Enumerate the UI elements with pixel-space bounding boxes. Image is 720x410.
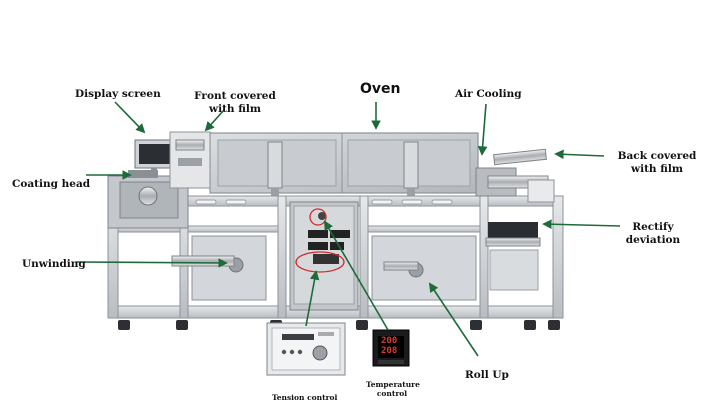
label-back-covered-line1: Back covered — [617, 150, 697, 162]
label-rectify-line2: deviation — [625, 234, 681, 246]
label-coating-head: Coating head — [12, 178, 91, 190]
label-oven: Oven — [360, 81, 401, 97]
label-temperature-line1: Temperature — [366, 380, 420, 389]
label-front-covered-line2: with film — [209, 103, 261, 115]
arrow-air-cooling — [477, 103, 488, 156]
label-back-covered: Back covered with film — [612, 150, 702, 176]
rollup-section — [371, 235, 477, 301]
label-rectify-deviation: Rectify deviation — [616, 221, 690, 247]
temperature-controller — [372, 329, 410, 367]
casters — [118, 320, 560, 330]
arrow-tension — [305, 270, 320, 327]
label-back-covered-line2: with film — [631, 163, 683, 175]
display-screen-unit — [134, 139, 176, 178]
arrow-roll-up — [428, 282, 479, 357]
arrow-temperature — [324, 220, 389, 331]
tension-controller — [266, 322, 346, 376]
callout-arrows — [75, 101, 621, 357]
front-film-unit — [169, 131, 211, 189]
label-front-covered-line1: Front covered — [194, 90, 276, 102]
oven-housing — [209, 132, 479, 202]
temperature-callout-circle — [309, 208, 327, 226]
unwinding-section — [171, 235, 267, 301]
arrow-unwinding — [75, 258, 228, 268]
arrow-front-covered — [204, 109, 225, 132]
label-temperature-line2: control — [376, 389, 408, 398]
label-front-covered: Front covered with film — [190, 90, 280, 116]
label-tension-control: Tension control — [272, 393, 338, 402]
coating-head — [107, 170, 189, 229]
temperature-display-top: 200 — [381, 336, 398, 346]
arrow-back-covered — [554, 149, 605, 160]
tension-callout-circle — [295, 251, 345, 273]
label-display-screen: Display screen — [75, 88, 161, 100]
arrow-rectify — [542, 219, 621, 230]
label-temperature-control: Temperature control — [366, 380, 420, 398]
air-cooling-unit — [475, 148, 555, 203]
temperature-display-bottom: 208 — [381, 346, 398, 356]
arrow-display-screen — [114, 101, 146, 134]
label-unwinding: Unwinding — [22, 258, 86, 270]
rectify-deviation-unit — [485, 222, 541, 291]
label-rectify-line1: Rectify — [632, 221, 674, 233]
label-roll-up: Roll Up — [465, 369, 509, 381]
label-air-cooling: Air Cooling — [455, 88, 522, 100]
